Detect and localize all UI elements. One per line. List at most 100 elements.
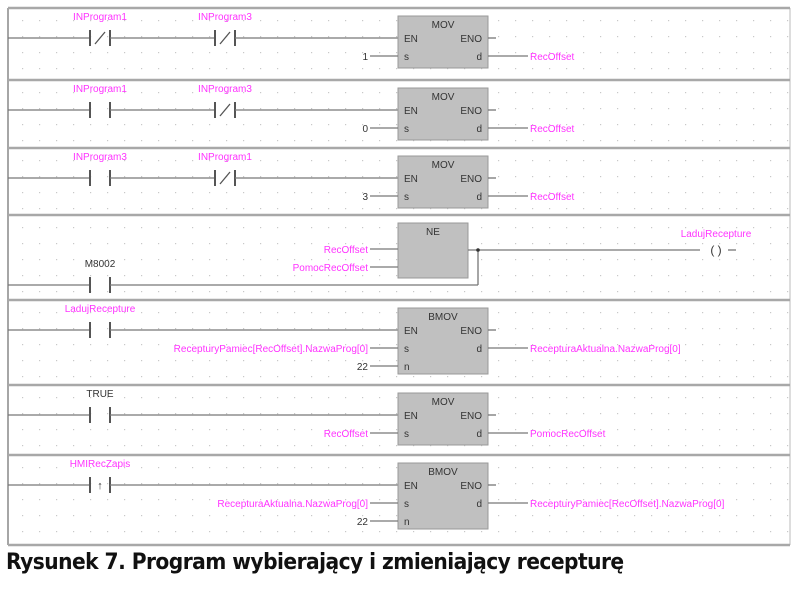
grid-dot (124, 376, 126, 378)
grid-dot (141, 108, 143, 110)
grid-dot (158, 328, 160, 330)
grid-dot (73, 20, 75, 22)
grid-dot (209, 312, 211, 314)
grid-dot (124, 291, 126, 293)
grid-dot (226, 160, 228, 162)
grid-dot (566, 160, 568, 162)
grid-dot (73, 176, 75, 178)
grid-dot (158, 397, 160, 399)
grid-dot (753, 531, 755, 533)
grid-dot (617, 291, 619, 293)
grid-dot (719, 499, 721, 501)
grid-dot (124, 20, 126, 22)
grid-dot (498, 92, 500, 94)
grid-dot (39, 429, 41, 431)
grid-dot (651, 92, 653, 94)
grid-dot (685, 160, 687, 162)
grid-dot (719, 108, 721, 110)
grid-dot (719, 20, 721, 22)
grid-dot (158, 429, 160, 431)
grid-dot (464, 376, 466, 378)
grid-dot (379, 20, 381, 22)
grid-dot (345, 467, 347, 469)
grid-dot (311, 20, 313, 22)
output-variable: RecOffset (530, 124, 574, 135)
grid-dot (736, 312, 738, 314)
grid-dot (498, 52, 500, 54)
grid-dot (685, 140, 687, 142)
grid-dot (413, 291, 415, 293)
grid-dot (600, 531, 602, 533)
output-variable: RecepturaAktualna.NazwaProg[0] (530, 344, 681, 355)
grid-dot (73, 140, 75, 142)
grid-dot (22, 312, 24, 314)
grid-dot (719, 291, 721, 293)
grid-dot (226, 227, 228, 229)
grid-dot (668, 160, 670, 162)
grid-dot (294, 275, 296, 277)
grid-dot (209, 429, 211, 431)
grid-dot (345, 275, 347, 277)
grid-dot (583, 192, 585, 194)
grid-dot (498, 140, 500, 142)
grid-dot (362, 413, 364, 415)
grid-dot (379, 515, 381, 517)
grid-dot (617, 429, 619, 431)
grid-dot (702, 176, 704, 178)
grid-dot (600, 140, 602, 142)
grid-dot (787, 429, 789, 431)
grid-dot (243, 92, 245, 94)
grid-dot (719, 531, 721, 533)
grid-dot (345, 344, 347, 346)
grid-dot (209, 92, 211, 94)
grid-dot (753, 140, 755, 142)
grid-dot (141, 328, 143, 330)
grid-dot (277, 52, 279, 54)
block-name: BMOV (428, 312, 458, 323)
grid-dot (481, 275, 483, 277)
grid-dot (668, 68, 670, 70)
grid-dot (753, 208, 755, 210)
grid-dot (396, 483, 398, 485)
grid-dot (549, 36, 551, 38)
grid-dot (328, 227, 330, 229)
grid-dot (175, 92, 177, 94)
grid-dot (39, 344, 41, 346)
grid-dot (345, 483, 347, 485)
grid-dot (243, 108, 245, 110)
grid-dot (583, 467, 585, 469)
grid-dot (107, 192, 109, 194)
grid-dot (583, 160, 585, 162)
grid-dot (736, 68, 738, 70)
grid-dot (22, 124, 24, 126)
grid-dot (260, 499, 262, 501)
grid-dot (311, 192, 313, 194)
grid-dot (243, 397, 245, 399)
grid-dot (719, 140, 721, 142)
grid-dot (22, 515, 24, 517)
grid-dot (328, 328, 330, 330)
block-pin-d: d (476, 192, 482, 203)
grid-dot (600, 376, 602, 378)
grid-dot (634, 413, 636, 415)
grid-dot (175, 397, 177, 399)
grid-dot (56, 243, 58, 245)
grid-dot (702, 445, 704, 447)
grid-dot (39, 483, 41, 485)
grid-dot (787, 413, 789, 415)
grid-dot (328, 344, 330, 346)
grid-dot (753, 275, 755, 277)
input-value: 3 (362, 192, 368, 203)
grid-dot (379, 483, 381, 485)
grid-dot (56, 140, 58, 142)
grid-dot (634, 312, 636, 314)
grid-dot (277, 208, 279, 210)
grid-dot (719, 275, 721, 277)
grid-dot (634, 275, 636, 277)
grid-dot (515, 176, 517, 178)
grid-dot (107, 344, 109, 346)
grid-dot (141, 531, 143, 533)
grid-dot (22, 291, 24, 293)
grid-dot (549, 227, 551, 229)
grid-dot (702, 68, 704, 70)
